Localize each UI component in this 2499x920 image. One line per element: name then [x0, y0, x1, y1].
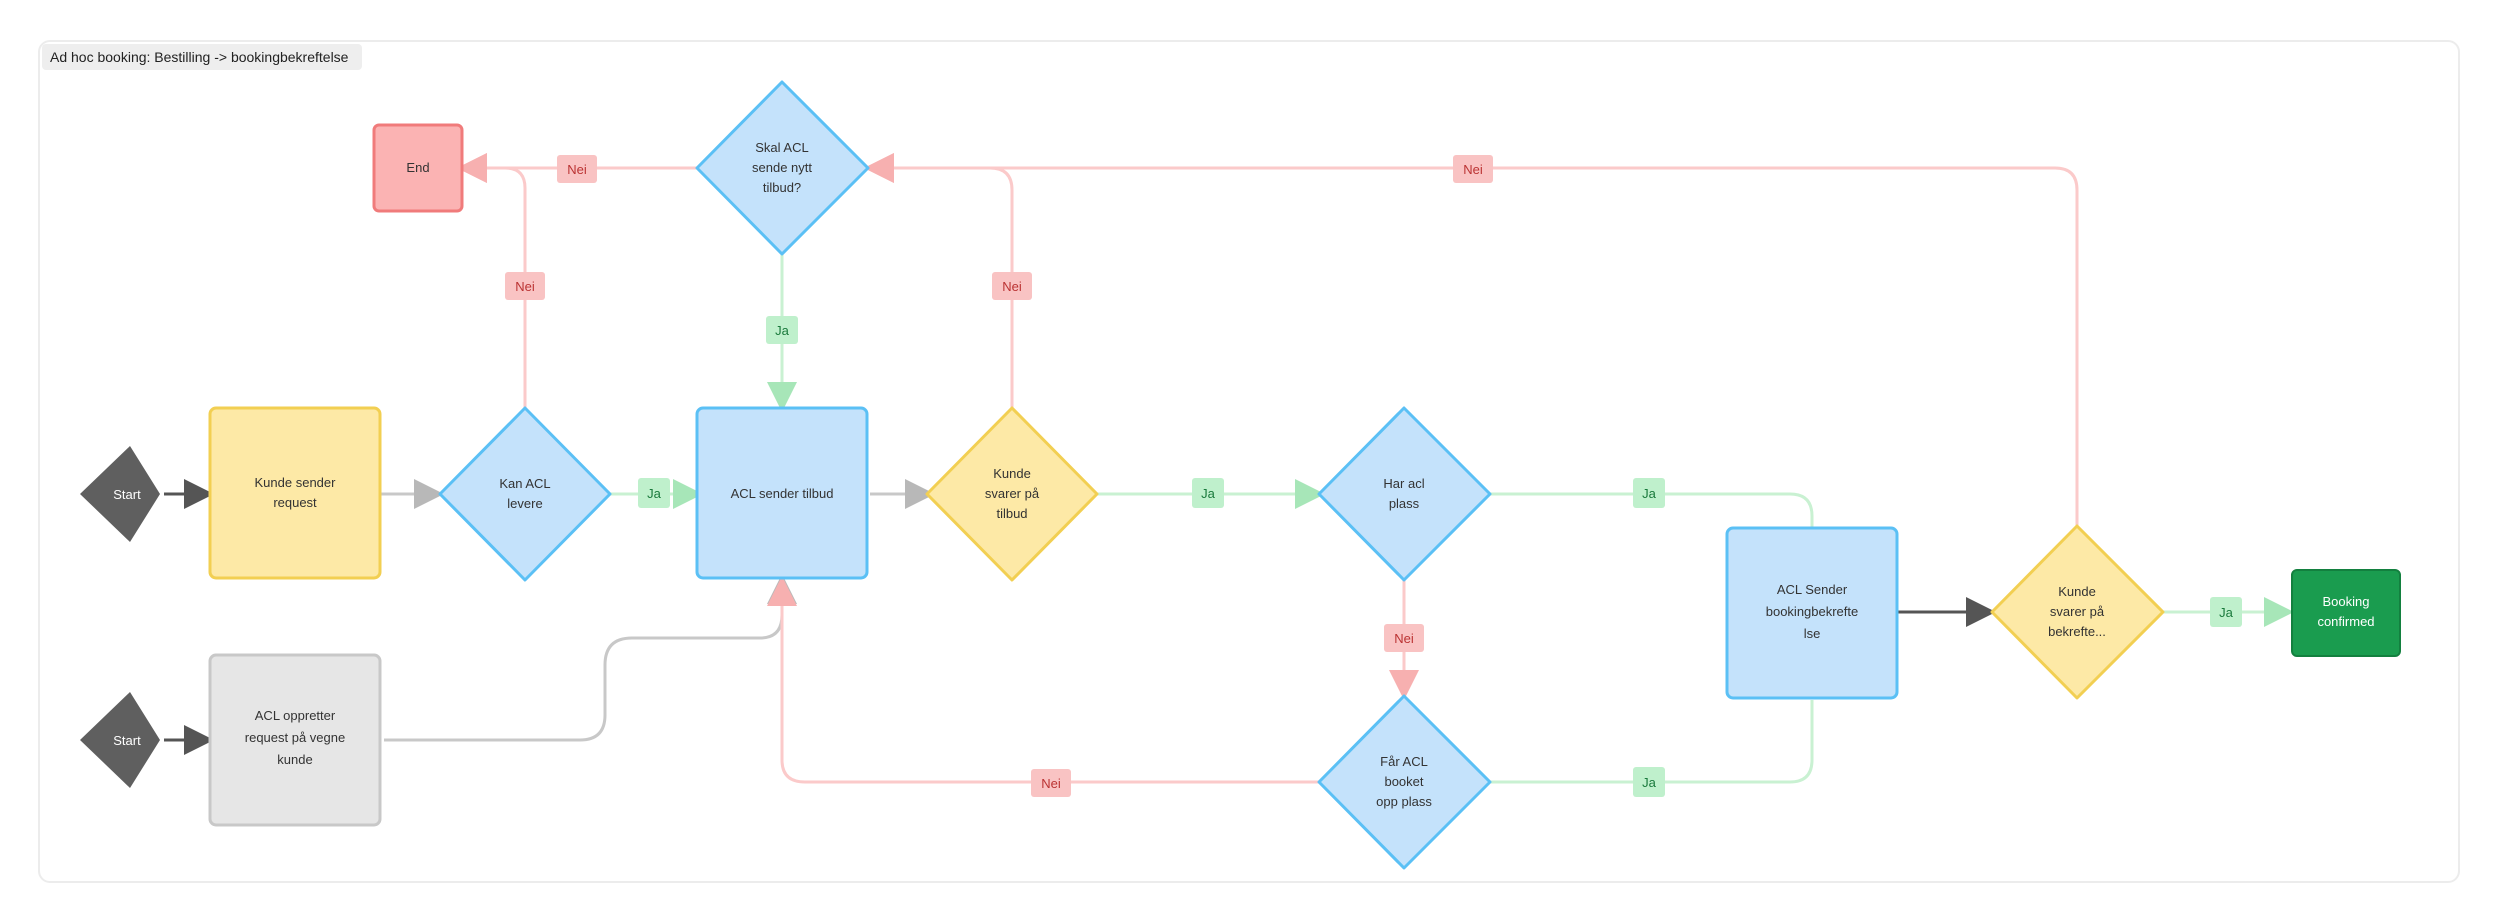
- acl-oppretter-request-node[interactable]: ACL oppretter request på vegne kunde: [208, 653, 382, 827]
- label-nei-bekreftelse: Nei: [1453, 155, 1493, 183]
- kunde-svarer-bekreftelse-decision[interactable]: Kunde svarer på bekrefte...: [1990, 524, 2165, 700]
- svg-text:End: End: [406, 160, 429, 175]
- label-nei-end: Nei: [557, 155, 597, 183]
- svg-text:Får ACL: Får ACL: [1380, 754, 1428, 769]
- acl-oppretter-line2: request på vegne: [245, 730, 345, 745]
- label-nei-har: Nei: [1384, 624, 1424, 652]
- svg-text:bookingbekrefte: bookingbekrefte: [1766, 604, 1859, 619]
- label-nei-kunde-svarer: Nei: [992, 272, 1032, 300]
- svg-text:Ja: Ja: [2219, 605, 2234, 620]
- label-ja-faar: Ja: [1633, 767, 1665, 797]
- svg-text:Nei: Nei: [1463, 162, 1483, 177]
- svg-text:bekrefte...: bekrefte...: [2048, 624, 2106, 639]
- svg-text:Nei: Nei: [1002, 279, 1022, 294]
- kunde-svarer-tilbud-decision[interactable]: Kunde svarer på tilbud: [925, 406, 1099, 582]
- svg-text:Kan ACL: Kan ACL: [499, 476, 550, 491]
- svg-text:Kunde: Kunde: [993, 466, 1031, 481]
- acl-oppretter-line3: kunde: [277, 752, 312, 767]
- svg-text:Booking: Booking: [2323, 594, 2370, 609]
- svg-text:Skal ACL: Skal ACL: [755, 140, 808, 155]
- svg-text:ACL Sender: ACL Sender: [1777, 582, 1848, 597]
- svg-text:ACL sender tilbud: ACL sender tilbud: [731, 486, 834, 501]
- svg-text:svarer på: svarer på: [985, 486, 1040, 501]
- svg-text:opp plass: opp plass: [1376, 794, 1432, 809]
- svg-text:Ja: Ja: [1642, 775, 1657, 790]
- svg-text:Nei: Nei: [515, 279, 535, 294]
- edge-faar-nei-tilbud: [767, 576, 1319, 784]
- svg-text:Ja: Ja: [1201, 486, 1216, 501]
- kan-acl-levere-decision[interactable]: Kan ACL levere: [438, 406, 612, 582]
- frame-title: Ad hoc booking: Bestilling -> bookingbek…: [42, 44, 363, 70]
- svg-text:tilbud?: tilbud?: [763, 180, 801, 195]
- svg-text:confirmed: confirmed: [2317, 614, 2374, 629]
- skal-acl-sende-decision[interactable]: Skal ACL sende nytt tilbud?: [695, 80, 870, 256]
- acl-oppretter-line1: ACL oppretter: [255, 708, 336, 723]
- end-node[interactable]: End: [372, 123, 464, 213]
- label-ja-bekreftelse: Ja: [2210, 597, 2242, 627]
- label-ja-kan: Ja: [638, 478, 670, 508]
- svg-text:Kunde: Kunde: [2058, 584, 2096, 599]
- svg-text:levere: levere: [507, 496, 542, 511]
- svg-text:svarer på: svarer på: [2050, 604, 2105, 619]
- svg-text:tilbud: tilbud: [996, 506, 1027, 521]
- har-acl-plass-decision[interactable]: Har acl plass: [1317, 406, 1492, 582]
- svg-text:sende nytt: sende nytt: [752, 160, 812, 175]
- kunde-sender-request-line2: request: [273, 495, 317, 510]
- svg-text:Ja: Ja: [775, 323, 790, 338]
- label-nei-kan: Nei: [505, 272, 545, 300]
- svg-text:booket: booket: [1384, 774, 1423, 789]
- kunde-sender-request-line1: Kunde sender: [255, 475, 337, 490]
- svg-text:Ja: Ja: [1642, 486, 1657, 501]
- svg-text:lse: lse: [1804, 626, 1821, 641]
- booking-confirmed-node[interactable]: Booking confirmed: [2291, 569, 2401, 657]
- edge-faar-ja-booking: [1490, 700, 1814, 784]
- edge-har-ja-booking: [1490, 492, 1814, 530]
- svg-text:Nei: Nei: [1394, 631, 1414, 646]
- kunde-sender-request-node[interactable]: Kunde sender request: [208, 406, 382, 580]
- svg-text:Ja: Ja: [647, 486, 662, 501]
- svg-text:Har acl: Har acl: [1383, 476, 1424, 491]
- svg-text:Nei: Nei: [567, 162, 587, 177]
- svg-text:Start: Start: [113, 487, 141, 502]
- edge-acl-oppretter-tilbud: [384, 574, 797, 742]
- edge-bekreftelse-nei-skal: [864, 153, 2079, 526]
- start-node-2[interactable]: Start: [80, 692, 160, 788]
- svg-text:Start: Start: [113, 733, 141, 748]
- label-nei-faar: Nei: [1031, 769, 1071, 797]
- acl-sender-booking-node[interactable]: ACL Sender bookingbekrefte lse: [1725, 526, 1899, 700]
- label-ja-har: Ja: [1633, 478, 1665, 508]
- label-ja-skal: Ja: [766, 316, 798, 344]
- svg-text:Nei: Nei: [1041, 776, 1061, 791]
- svg-text:plass: plass: [1389, 496, 1420, 511]
- start-node-1[interactable]: Start: [80, 446, 160, 542]
- acl-sender-tilbud-node[interactable]: ACL sender tilbud: [695, 406, 869, 580]
- faar-acl-booket-decision[interactable]: Får ACL booket opp plass: [1317, 694, 1492, 870]
- label-ja-kunde-svarer: Ja: [1192, 478, 1224, 508]
- edge-kunde-svarer-nei-skal: [864, 153, 1014, 408]
